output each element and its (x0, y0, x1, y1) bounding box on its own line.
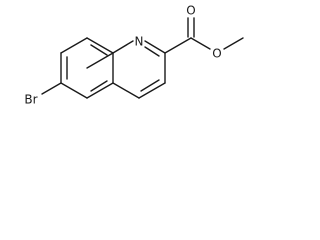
atom-label-carbonyl-o: O (186, 4, 195, 18)
pyridine-ring-bonds (112, 40, 166, 99)
bond (86, 52, 114, 69)
double-bond-inner (144, 46, 160, 57)
bond (164, 37, 192, 54)
bond (112, 82, 140, 99)
bond (144, 40, 166, 54)
double-bond-inner (140, 79, 160, 92)
bond (60, 82, 88, 99)
benzene-ring-bonds (60, 37, 114, 99)
bond (112, 40, 134, 54)
atom-label-n: N (135, 35, 144, 49)
structure-diagram: N O O Br (24, 4, 244, 107)
bond (86, 82, 114, 99)
double-bond-inner (90, 44, 108, 56)
bond (223, 37, 244, 50)
molecule-drawing: N O O Br (24, 4, 244, 107)
double-bond-inner (90, 80, 108, 92)
atom-label-br: Br (24, 93, 37, 107)
bond (138, 82, 166, 99)
ester-bonds (164, 17, 244, 54)
bond (41, 82, 62, 95)
bond (86, 37, 114, 54)
atom-label-ether-o: O (212, 47, 221, 61)
bromo-bond (41, 82, 62, 95)
bond (60, 37, 88, 54)
bond (190, 37, 211, 50)
